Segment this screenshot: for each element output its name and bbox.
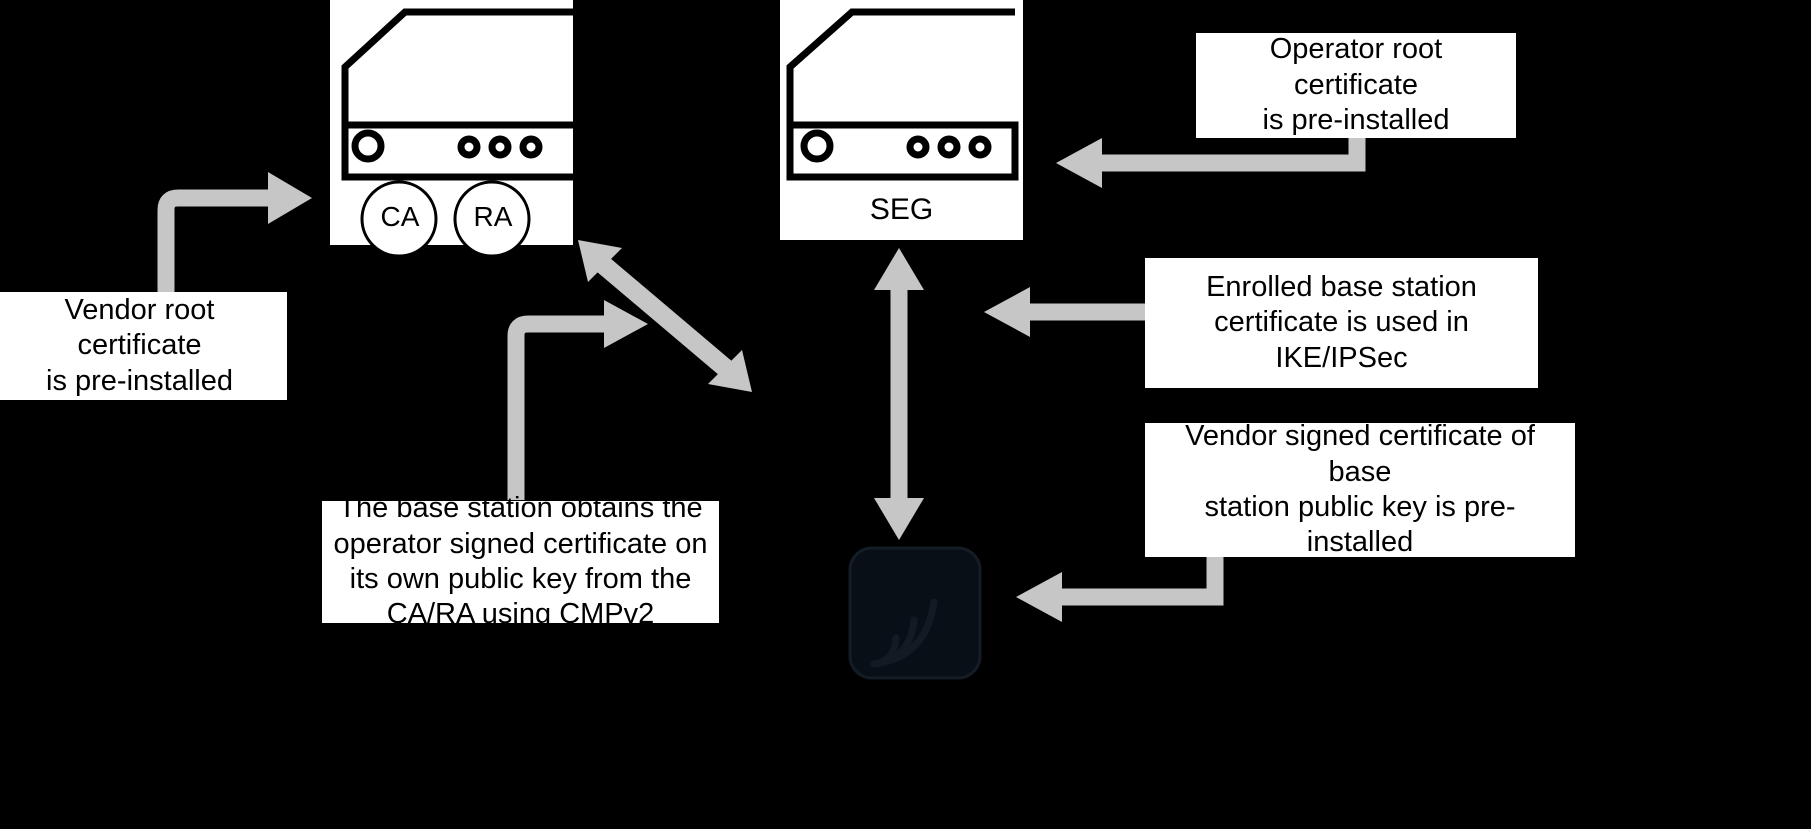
seg-chassis-icon [786, 8, 1019, 181]
enrolled-cert-to-seg-arrow [984, 287, 1148, 337]
base-station-chassis-icon [341, 8, 581, 181]
seg-power-led-icon [800, 129, 834, 163]
base-station-to-seg-arrow [578, 240, 752, 392]
ca-actor-icon [360, 180, 438, 270]
base-station-led-2-icon [488, 135, 512, 159]
seg-led-1-icon [906, 135, 930, 159]
seg-led-2-icon [937, 135, 961, 159]
callout-vendor-signed-certificate: Vendor signed certificate of base statio… [1145, 420, 1575, 558]
ra-actor-icon [453, 180, 531, 270]
vendor-signed-to-remote-bs-arrow [1016, 557, 1224, 622]
base-station-power-led-icon [351, 129, 385, 163]
callout-operator-root-certificate-text: Operator root certificate is pre-install… [1262, 33, 1450, 137]
base-station-led-3-icon [519, 135, 543, 159]
callout-enrolled-certificate: Enrolled base station certificate is use… [1145, 258, 1538, 388]
callout-vendor-root-certificate: Vendor root certificate is pre-installed [0, 292, 287, 400]
cmpv2-to-link-arrow [507, 300, 648, 500]
callout-vendor-signed-certificate-text: Vendor signed certificate of base statio… [1185, 420, 1535, 559]
callout-cmpv2-enrolment: The base station obtains the operator si… [322, 492, 719, 630]
vendor-root-to-base-station-arrow [157, 172, 312, 330]
seg-to-remote-bs-arrow [874, 248, 924, 540]
callout-vendor-root-certificate-text: Vendor root certificate is pre-installed [46, 293, 233, 397]
ra-circle-label: RA [473, 201, 513, 232]
seg-led-3-icon [968, 135, 992, 159]
callout-cmpv2-enrolment-text: The base station obtains the operator si… [333, 492, 708, 631]
callout-operator-root-certificate: Operator root certificate is pre-install… [1196, 33, 1516, 138]
ca-circle-label: CA [380, 201, 420, 232]
seg-device-label: SEG [869, 193, 934, 226]
callout-enrolled-certificate-text: Enrolled base station certificate is use… [1206, 270, 1477, 374]
base-station-led-1-icon [457, 135, 481, 159]
remote-base-station-icon [848, 546, 982, 680]
